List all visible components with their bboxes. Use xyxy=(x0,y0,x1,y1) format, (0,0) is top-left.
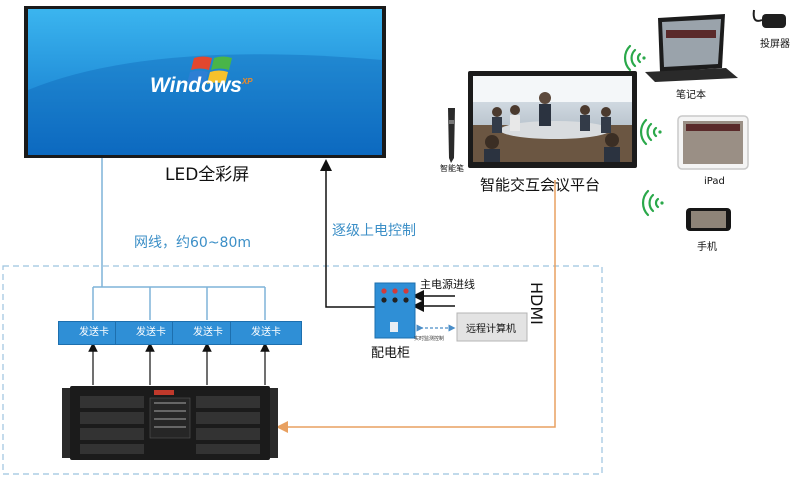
hdmi-label: HDMI xyxy=(527,282,546,325)
power-control-line xyxy=(320,159,375,308)
led-screen-label: LED全彩屏 xyxy=(165,165,250,185)
smart-pen-label: 智能笔 xyxy=(440,164,464,173)
laptop-label: 笔记本 xyxy=(676,90,706,101)
smart-pen-icon xyxy=(448,108,455,163)
remote-computer-box xyxy=(456,312,528,342)
ipad-label: iPad xyxy=(704,176,725,187)
power-control-label: 逐级上电控制 xyxy=(332,223,416,239)
ipad-icon xyxy=(677,115,749,170)
cabinet-label: 配电柜 xyxy=(371,346,411,361)
phone-label: 手机 xyxy=(697,242,717,253)
meeting-display xyxy=(468,71,637,168)
main-power-label: 主电源进线 xyxy=(420,278,475,291)
windows-logo-text: WindowsXP xyxy=(150,74,253,98)
windows-logo-sup: XP xyxy=(241,77,253,86)
distribution-cabinet xyxy=(374,282,416,339)
meeting-platform-label: 智能交互会议平台 xyxy=(480,176,601,194)
windows-logo-word: Windows xyxy=(150,74,242,97)
network-cabling xyxy=(92,158,266,320)
equipment-room-boundary xyxy=(2,265,603,475)
laptop-icon xyxy=(645,14,738,82)
projector-label: 投屏器 xyxy=(760,39,790,50)
wifi-icon-ipad xyxy=(639,118,662,146)
projector-dongle-icon xyxy=(752,9,786,28)
wifi-icon-phone xyxy=(641,189,664,217)
main-power-arrows xyxy=(412,290,455,312)
wifi-icon-laptop xyxy=(623,44,646,72)
network-label: 网线，约60~80m xyxy=(134,235,251,251)
windows-flag-icon xyxy=(187,56,232,84)
phone-icon xyxy=(686,208,731,231)
monitor-label: 实时监测控制 xyxy=(414,336,445,342)
sending-card-4: 发送卡 xyxy=(230,321,302,345)
hdmi-line xyxy=(276,180,556,433)
card-uplinks xyxy=(88,342,270,385)
remote-pc-label: 远程计算机 xyxy=(466,324,516,335)
control-chassis xyxy=(62,386,278,460)
